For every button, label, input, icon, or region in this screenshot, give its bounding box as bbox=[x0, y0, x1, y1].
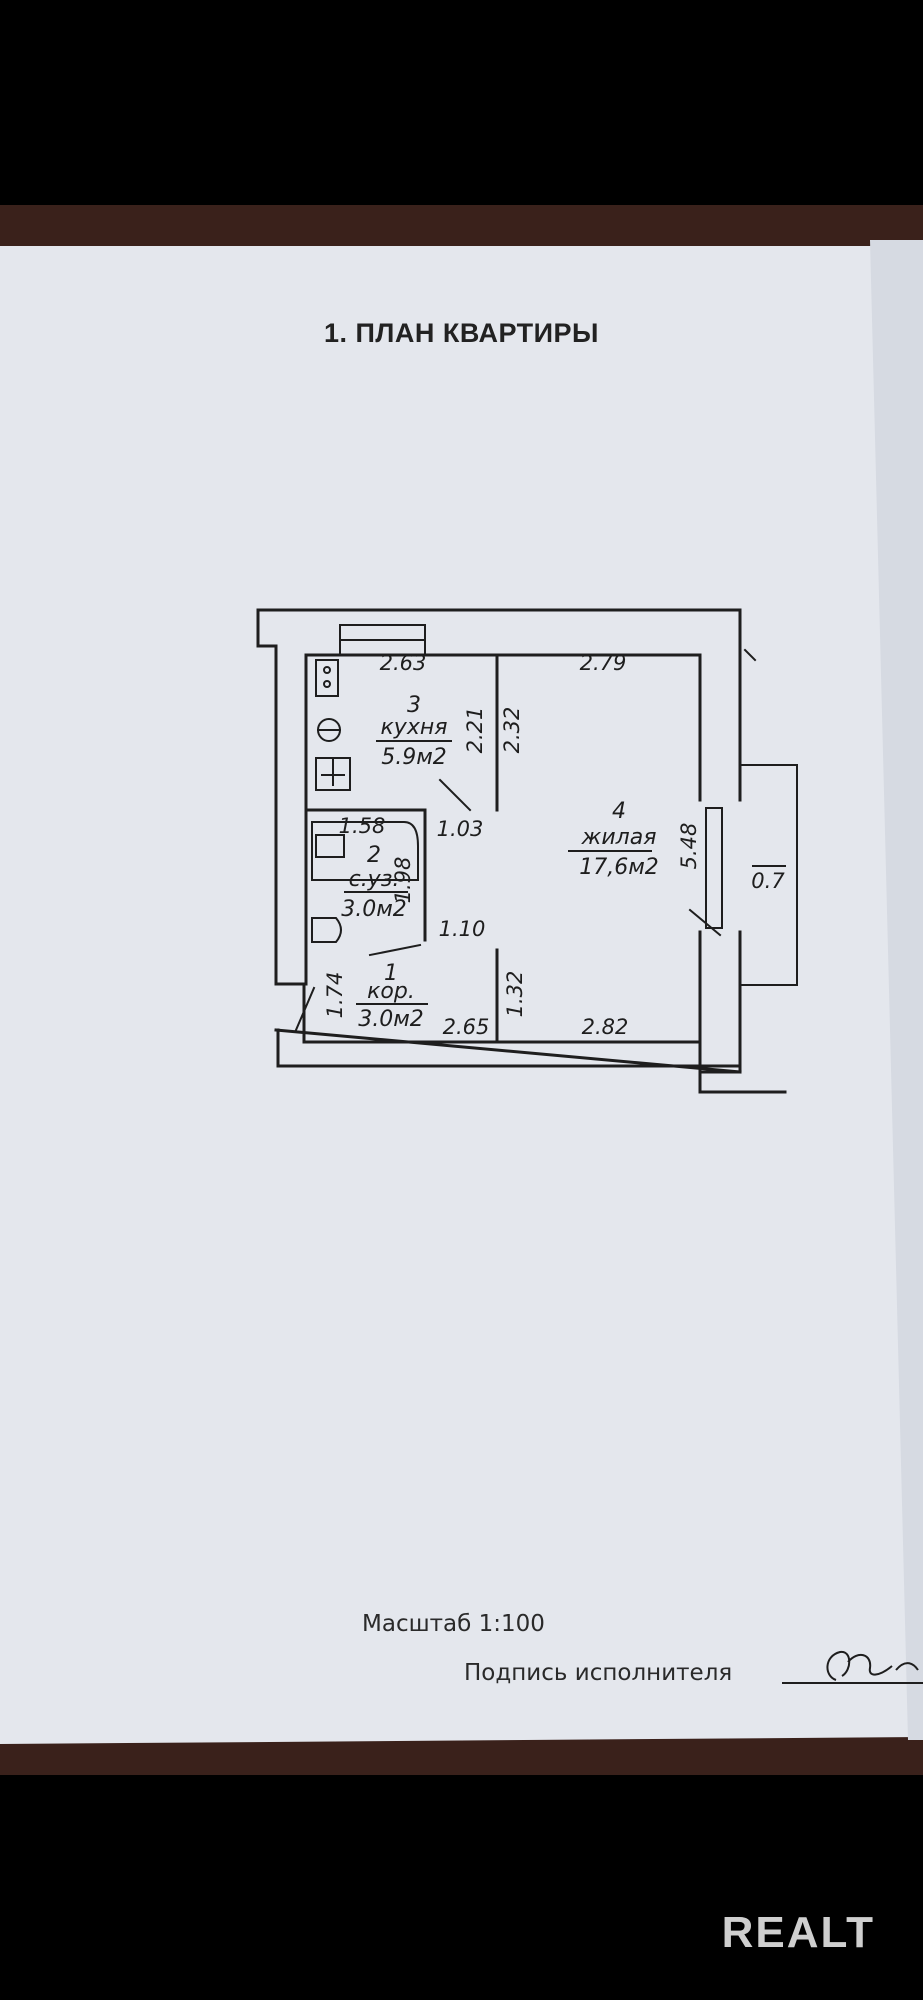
kitchen-area: 5.9м2 bbox=[381, 745, 447, 770]
room-kitchen: 3 кухня 5.9м2 bbox=[376, 693, 452, 770]
dimensions: 2.63 2.79 2.21 2.32 1.03 1.58 1.98 1.10 … bbox=[323, 651, 786, 1039]
bathroom-area: 3.0м2 bbox=[341, 897, 407, 922]
kitchen-name: кухня bbox=[381, 715, 448, 740]
kitchen-number: 3 bbox=[407, 693, 421, 718]
signature bbox=[782, 1650, 923, 1684]
top-window bbox=[339, 624, 426, 656]
dim-living-bottom: 2.82 bbox=[582, 1015, 629, 1039]
bathroom-name: с.уз. bbox=[349, 867, 400, 892]
scale-label: Масштаб 1:100 bbox=[362, 1611, 545, 1637]
dim-kitchen-door: 1.03 bbox=[437, 817, 484, 841]
dim-corridor-bottom: 2.65 bbox=[443, 1015, 490, 1039]
dim-bath-width: 1.58 bbox=[339, 814, 386, 838]
dim-living-height: 5.48 bbox=[677, 823, 701, 870]
corridor-name: кор. bbox=[367, 979, 415, 1004]
balcony bbox=[705, 764, 798, 986]
signature-label: Подпись исполнителя bbox=[464, 1660, 733, 1686]
outer-walls bbox=[256, 608, 787, 1094]
bathroom-fixtures bbox=[311, 821, 419, 943]
corridor-area: 3.0м2 bbox=[358, 1007, 424, 1032]
dim-kitchen-height-a: 2.21 bbox=[463, 707, 487, 754]
dim-balcony: 0.7 bbox=[751, 869, 785, 893]
living-area: 17,6м2 bbox=[579, 855, 659, 880]
dim-corridor-height-right: 1.32 bbox=[503, 971, 527, 1018]
kitchen-fixtures bbox=[315, 659, 351, 791]
dim-bath-height: 1.98 bbox=[391, 857, 415, 904]
dim-kitchen-top: 2.63 bbox=[380, 651, 427, 675]
page-title: 1. ПЛАН КВАРТИРЫ bbox=[324, 318, 599, 348]
corridor-number: 1 bbox=[384, 961, 398, 986]
room-corridor: 1 кор. 3.0м2 bbox=[356, 961, 428, 1032]
living-name: жилая bbox=[581, 825, 657, 850]
dim-living-top: 2.79 bbox=[580, 651, 627, 675]
realt-watermark-logo: REALT bbox=[721, 1908, 875, 1957]
dim-corridor-door: 1.10 bbox=[439, 917, 486, 941]
living-number: 4 bbox=[612, 799, 626, 824]
bathroom-number: 2 bbox=[367, 843, 381, 868]
doors bbox=[294, 778, 722, 1032]
dim-kitchen-height-b: 2.32 bbox=[500, 707, 524, 754]
interior-partitions bbox=[304, 653, 499, 1044]
room-bathroom: 2 с.уз. 3.0м2 bbox=[341, 843, 408, 922]
dim-corridor-height-left: 1.74 bbox=[323, 972, 347, 1019]
paper-sheet bbox=[0, 246, 923, 1744]
room-living: 4 жилая 17,6м2 bbox=[568, 799, 659, 880]
